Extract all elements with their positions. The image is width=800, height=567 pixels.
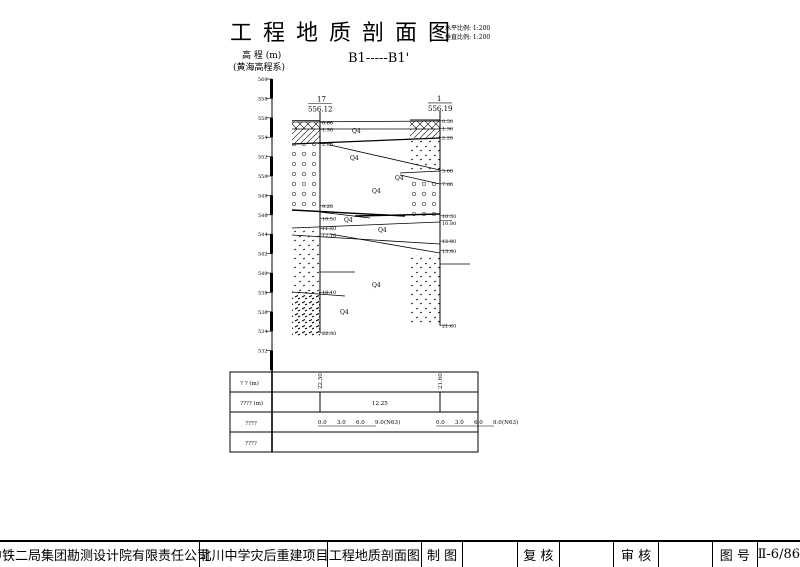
section-label: B1-----B1'	[348, 51, 409, 66]
depth-label: 12.90	[442, 239, 456, 245]
depth-label: 10.30	[442, 214, 456, 220]
depth-label: 21.60	[442, 323, 456, 329]
axis-tick-label: 544	[258, 232, 268, 238]
layer-label: Q4	[378, 227, 387, 234]
drawn-by-label: 制 图	[422, 542, 464, 567]
depth-label: 2.80	[322, 142, 333, 148]
depth-label: 0.50	[442, 119, 453, 125]
axis-tick-label: 548	[258, 193, 268, 199]
axis-segment	[270, 273, 273, 293]
row-label: ????	[245, 421, 257, 427]
depth-label: 7.00	[442, 182, 453, 188]
axis-tick-label: 552	[258, 155, 268, 161]
number-label: 图 号	[713, 542, 758, 567]
axis-label: 高 程 (m)	[242, 49, 281, 61]
layer-label: Q4	[372, 188, 381, 195]
scale-tick-label: 9.0	[375, 420, 384, 426]
depth-label: 13.90	[442, 249, 456, 255]
axis-segment	[270, 234, 273, 254]
depth-label: 9.20	[322, 204, 333, 210]
drawing-name: 工程地质剖面图	[328, 542, 422, 567]
scale-unit: (N63)	[502, 419, 518, 426]
horizontal-scale: 水平比例: 1:200	[445, 24, 490, 32]
drawing-number: Ⅱ-6/86	[757, 547, 800, 562]
axis-segment	[270, 311, 273, 332]
axis-tick-label: 538	[258, 290, 268, 296]
axis-sublabel: (黄海高程系)	[233, 61, 285, 73]
axis-tick-label: 546	[258, 213, 268, 219]
strata-lines	[291, 120, 470, 337]
scale-tick-label: 6.0	[356, 420, 365, 426]
scale-tick-label: 3.0	[337, 420, 346, 426]
axis-tick-label: 542	[258, 252, 268, 258]
table-text: ? ? (m) ???? (m) ???? ???? 22.30 21.60 1…	[240, 373, 444, 447]
layer-label: Q4	[352, 128, 361, 135]
borehole-id: 17	[317, 96, 326, 104]
depth-label: 0.60	[322, 120, 333, 126]
depth-label: 22.30	[322, 331, 336, 337]
boreholes: 17556.120.601.302.809.2010.5011.5012.101…	[292, 95, 456, 337]
depth-label: 18.10	[322, 290, 336, 296]
row-label: ????	[245, 441, 257, 447]
checked-field	[560, 542, 615, 567]
hole-distance: 12.25	[372, 401, 388, 407]
depth-label: 5.60	[442, 168, 453, 174]
axis-tick-label: 536	[258, 310, 268, 316]
axis-tick-label: 560	[258, 77, 268, 83]
title-block: 中铁二局集团勘测设计院有限责任公司 北川中学灾后重建项目 工程地质剖面图 制 图…	[0, 540, 800, 567]
layer-label: Q4	[372, 282, 381, 289]
drawing-title: 工 程 地 质 剖 面 图	[230, 21, 452, 46]
vertical-scale: 垂直比例: 1:200	[445, 33, 490, 41]
elevation-axis: 560 558 556 554 552 550 548 546 544 542 540 538 536 5…	[258, 77, 273, 370]
company-name: 中铁二局集团勘测设计院有限责任公司	[0, 542, 210, 567]
axis-tick-label: 550	[258, 174, 268, 180]
project-name: 北川中学灾后重建项目	[199, 542, 329, 567]
depth-label: 2.20	[442, 135, 453, 141]
scale-unit: (N63)	[384, 419, 400, 426]
axis-tick-label: 556	[258, 116, 268, 122]
depth-label: 10.50	[322, 216, 336, 222]
scale-tick-label: 0.0	[318, 420, 327, 426]
checked-label: 复 核	[518, 542, 561, 567]
axis-segment	[270, 156, 273, 176]
info-table	[229, 365, 479, 453]
scale-tick-label: 0.0	[436, 420, 445, 426]
reviewed-label: 审 核	[614, 542, 659, 567]
axis-tick-label: 554	[258, 135, 268, 141]
scale-tick-label: 6.0	[474, 420, 483, 426]
borehole-elevation: 556.12	[308, 106, 333, 114]
scale-tick-label: 9.0	[493, 420, 502, 426]
axis-segment	[270, 350, 273, 370]
axis-tick-label: 540	[258, 271, 268, 277]
layer-label: Q4	[350, 155, 359, 162]
axis-segment	[270, 195, 273, 215]
borehole-id: 1	[437, 95, 441, 103]
axis-tick-label: 534	[258, 329, 268, 335]
row-label: ? ? (m)	[240, 380, 259, 387]
drawn-by-field	[463, 542, 518, 567]
row-label: ???? (m)	[240, 400, 263, 407]
axis-segment	[270, 117, 273, 138]
reviewed-field	[659, 542, 714, 567]
axis-tick-label: 558	[258, 96, 268, 102]
depth-label: 1.30	[322, 127, 333, 133]
depth-label: 11.50	[322, 226, 336, 232]
layer-label: Q4	[340, 309, 349, 316]
axis-tick-label: 532	[258, 349, 268, 355]
depth-label: 10.80	[442, 221, 456, 227]
layer-labels: Q4 Q4 Q4 Q4 Q4 Q4 Q4 Q4	[340, 128, 404, 316]
borehole-elevation: 556.19	[428, 105, 453, 113]
hole-depth: 21.60	[438, 373, 444, 389]
axis-segment	[270, 79, 273, 99]
scale-tick-label: 3.0	[455, 420, 464, 426]
depth-label: 1.30	[442, 127, 453, 133]
geological-section-drawing: 工 程 地 质 剖 面 图 水平比例: 1:200 垂直比例: 1:200 B1…	[229, 21, 518, 453]
hole-depth: 22.30	[318, 373, 324, 389]
layer-label: Q4	[344, 217, 353, 224]
depth-label: 12.10	[322, 233, 336, 239]
layer-label: Q4	[395, 175, 404, 182]
